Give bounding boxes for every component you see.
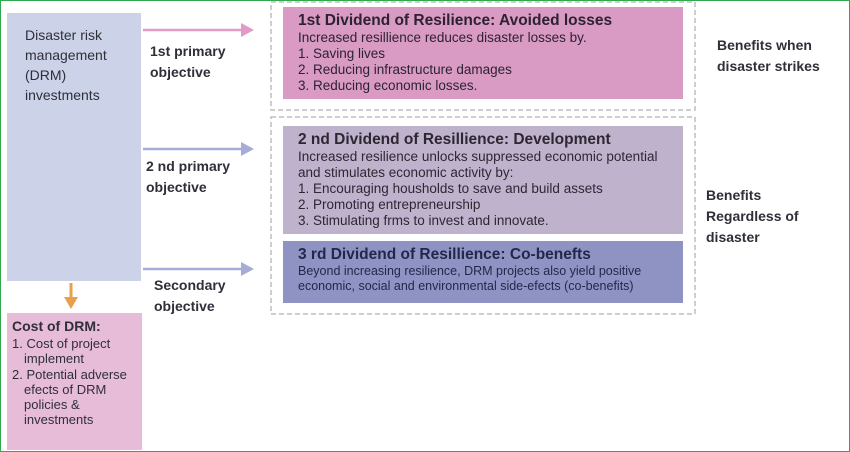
- arrow-first-objective: [143, 23, 254, 37]
- benefit-line: Benefits when: [717, 37, 812, 53]
- label-benefits-regardless-of-disaster: Benefits Regardless of disaster: [706, 185, 799, 248]
- dividend-development: 2 nd Dividend of Resillience: Developmen…: [283, 126, 683, 234]
- dividend-line: 3. Stimulating frms to invest and innova…: [298, 213, 549, 228]
- drm-line: management: [25, 47, 107, 63]
- arrow-secondary-objective: [143, 262, 254, 276]
- dividend-line: 3. Reducing economic losses.: [298, 78, 478, 93]
- cost-of-drm-box: Cost of DRM: 1. Cost of project implemen…: [7, 313, 142, 450]
- dividend-line: 1. Saving lives: [298, 46, 386, 61]
- benefit-line: disaster: [706, 229, 760, 245]
- arrow-second-objective: [143, 142, 254, 156]
- label-secondary-objective: Secondary objective: [154, 275, 226, 317]
- dividend-line: 2. Reducing infrastructure damages: [298, 62, 512, 77]
- dividend-line: and stimulates economic activity by:: [298, 165, 514, 180]
- objective-line: objective: [146, 179, 207, 195]
- objective-line: Secondary: [154, 277, 226, 293]
- group-outline-regardless: [270, 116, 696, 315]
- label-second-primary-objective: 2 nd primary objective: [146, 156, 230, 198]
- benefit-line: disaster strikes: [717, 58, 820, 74]
- dividend-line: 1. Encouraging housholds to save and bui…: [298, 181, 603, 196]
- label-benefits-when-disaster-strikes: Benefits when disaster strikes: [717, 35, 820, 77]
- drm-investments-box: Disaster risk management (DRM) investmen…: [7, 13, 141, 281]
- cost-item: 2. Potential adverse efects of DRM polic…: [12, 367, 127, 427]
- objective-line: 1st primary: [150, 43, 226, 59]
- objective-line: objective: [150, 64, 211, 80]
- benefit-line: Regardless of: [706, 208, 799, 224]
- benefit-line: Benefits: [706, 187, 762, 203]
- dividend-co-benefits: 3 rd Dividend of Resillience: Co-benefts…: [283, 241, 683, 303]
- label-first-primary-objective: 1st primary objective: [150, 41, 225, 83]
- dividend-line: Increased resillience reduces disaster l…: [298, 30, 587, 45]
- dividend-line: 2. Promoting entrepreneurship: [298, 197, 481, 212]
- group-outline-strike: [270, 1, 696, 111]
- objective-line: 2 nd primary: [146, 158, 231, 174]
- cost-item: 1. Cost of project implement: [12, 336, 111, 366]
- dividend-line: Beyond increasing resilience, DRM projec…: [298, 264, 642, 278]
- drm-line: Disaster risk: [25, 27, 103, 43]
- cost-title: Cost of DRM:: [12, 318, 101, 334]
- dividend-line: Increased resilience unlocks suppressed …: [298, 149, 658, 164]
- drm-line: (DRM): [25, 67, 67, 83]
- dividend-title: 1st Dividend of Resilience: Avoided loss…: [298, 12, 613, 29]
- drm-line: investments: [25, 87, 100, 103]
- dividend-avoided-losses: 1st Dividend of Resilience: Avoided loss…: [283, 7, 683, 99]
- dividend-line: economic, social and environmental side-…: [298, 279, 634, 293]
- objective-line: objective: [154, 298, 215, 314]
- dividend-title: 3 rd Dividend of Resillience: Co-benefts: [298, 246, 591, 263]
- arrow-down-cost: [64, 283, 78, 309]
- dividend-title: 2 nd Dividend of Resillience: Developmen…: [298, 131, 611, 148]
